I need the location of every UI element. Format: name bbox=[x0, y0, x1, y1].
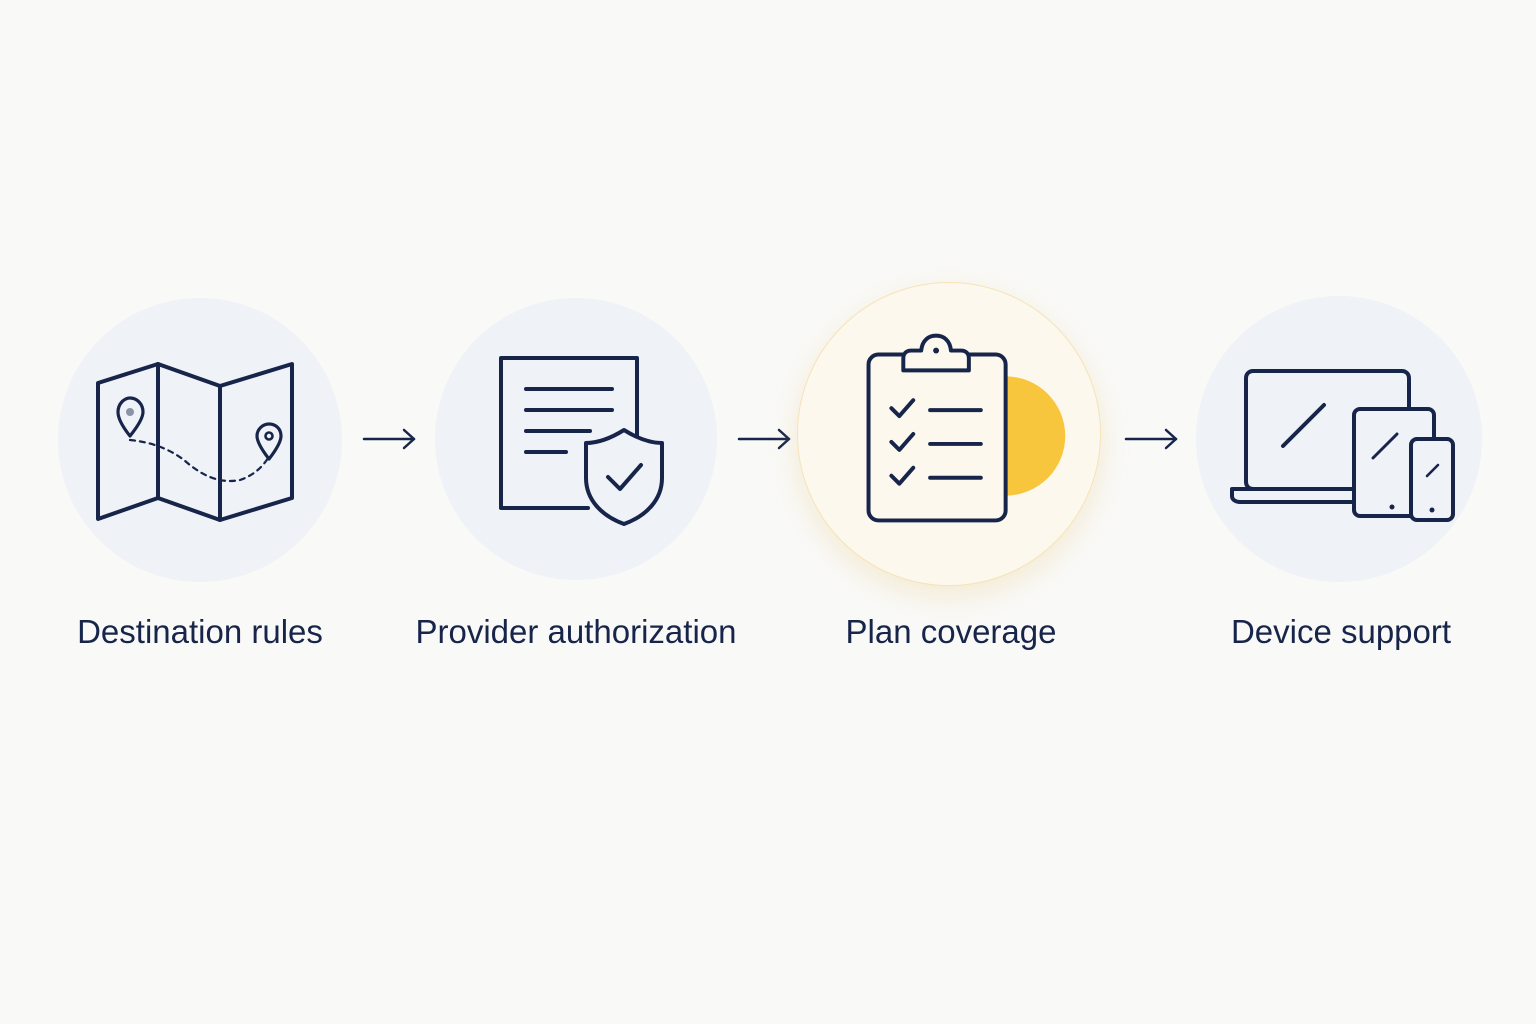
step-plan-coverage-circle bbox=[797, 282, 1101, 586]
step-label-plan-coverage: Plan coverage bbox=[845, 613, 1057, 650]
step-destination-rules-circle bbox=[58, 298, 342, 582]
arrow-right-icon bbox=[362, 428, 416, 450]
folded-map-icon bbox=[96, 362, 294, 522]
step-label-provider-authorization: Provider authorization bbox=[415, 613, 737, 650]
clipboard-checklist-icon bbox=[866, 333, 1066, 523]
step-label-destination-rules: Destination rules bbox=[77, 613, 323, 650]
step-label-device-support: Device support bbox=[1230, 613, 1452, 650]
arrow-right-icon bbox=[737, 428, 791, 450]
step-device-support-circle bbox=[1196, 296, 1482, 582]
multi-device-icon bbox=[1230, 369, 1455, 522]
shield-document-icon bbox=[499, 356, 664, 526]
arrow-right-icon bbox=[1124, 428, 1178, 450]
step-provider-authorization-circle bbox=[435, 298, 717, 580]
